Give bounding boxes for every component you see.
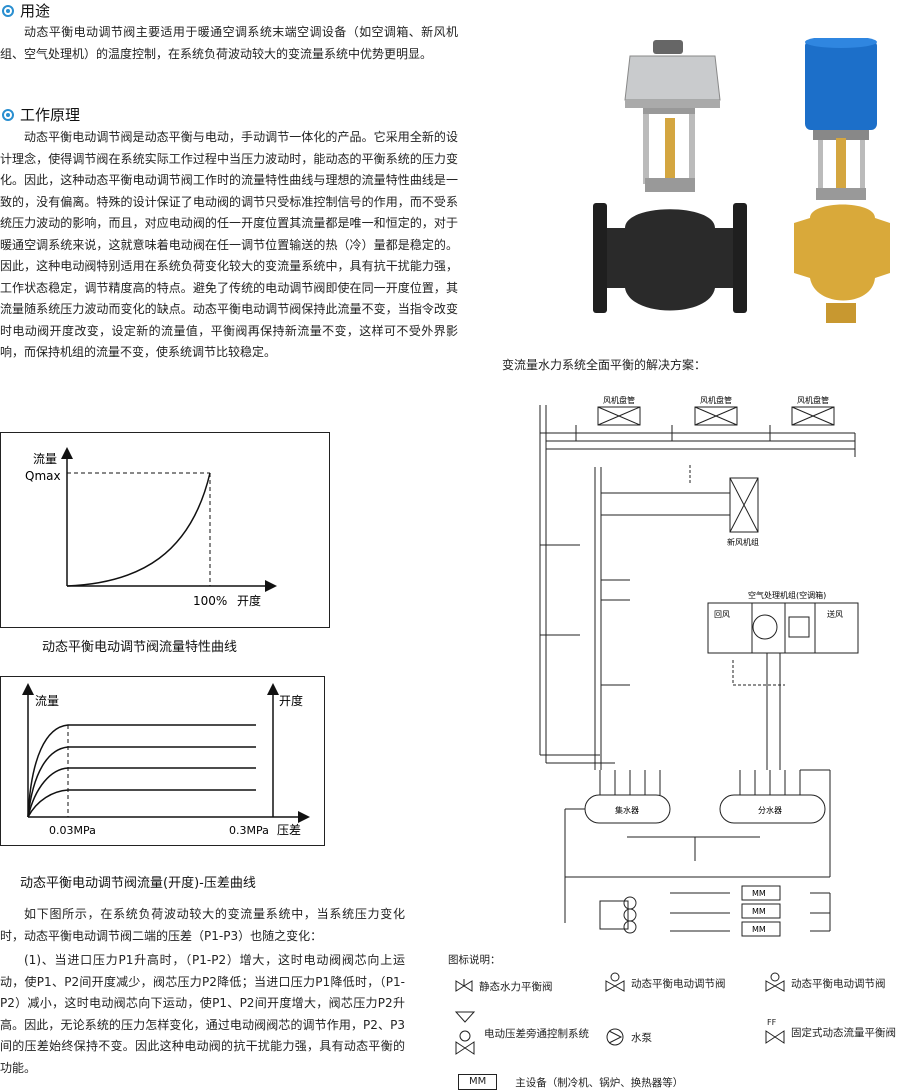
hydraulic-system-diagram: 风机盘管 风机盘管 风机盘管 新风机组 空气处理机组(空调箱) 回风 送风 集水… [520, 385, 900, 945]
fixed-flow-valve-icon [765, 1030, 785, 1044]
threaded-valve-illustration [794, 36, 890, 323]
left-y-label: 流量 [35, 694, 59, 708]
curve-3 [27, 767, 256, 818]
principle-heading: 工作原理 [2, 104, 80, 125]
explain-paragraph-1: 如下图所示，在系统负荷波动较大的变流量系统中，当系统压力变化时，动态平衡电动调节… [0, 907, 405, 943]
legend-pump: 水泵 [605, 1027, 652, 1047]
diagram-title: 变流量水力系统全面平衡的解决方案： [502, 358, 707, 372]
distributor-label: 分水器 [758, 805, 782, 815]
curve-4 [27, 789, 256, 818]
characteristic-curve [66, 472, 211, 587]
circle-bullet-icon [2, 108, 14, 121]
explain-paragraph-2: (1)、当进口压力P1升高时，（P1-P2）增大，这时电动阀阀芯向上运动，使P1… [0, 953, 405, 1075]
legend-dynamic-valve-1-label: 动态平衡电动调节阀 [631, 977, 726, 990]
mm-label-3: MM [752, 925, 766, 934]
flow-pressure-chart: 流量 开度 0.03MPa 0.3MPa 压差 [0, 676, 325, 846]
principle-heading-text: 工作原理 [20, 106, 81, 124]
usage-heading-text: 用途 [20, 2, 51, 20]
main-equipment-icon: MM [458, 1074, 498, 1090]
flow-pressure-svg: 流量 开度 0.03MPa 0.3MPa 压差 [22, 683, 310, 837]
fresh-air-unit-label: 新风机组 [727, 537, 759, 547]
legend-bypass-label: 电动压差旁通控制系统 [484, 1027, 589, 1040]
legend-title: 图标说明： [448, 954, 501, 966]
mm-label-1: MM [752, 889, 766, 898]
legend-static-valve-label: 静态水力平衡阀 [479, 980, 553, 993]
legend-dynamic-valve-2-label: 动态平衡电动调节阀 [791, 977, 886, 990]
legend-pump-label: 水泵 [631, 1031, 652, 1044]
flow-characteristic-chart: 流量 Qmax 100% 开度 [0, 432, 330, 628]
supply-air-label: 送风 [827, 609, 843, 619]
curve-1 [27, 724, 256, 818]
ahu-label: 空气处理机组(空调箱) [748, 590, 826, 600]
legend-bypass-system: 电动压差旁通控制系统 [452, 1010, 589, 1056]
collector-label: 集水器 [615, 805, 639, 815]
legend-fixed-valve: FF 固定式动态流量平衡阀 [765, 1018, 896, 1046]
hydraulic-system-svg: 风机盘管 风机盘管 风机盘管 新风机组 空气处理机组(空调箱) 回风 送风 集水… [539, 395, 859, 937]
bypass-control-icon [454, 1011, 476, 1055]
right-y-label: 开度 [279, 693, 303, 708]
usage-heading: 用途 [2, 0, 50, 21]
fan-coil-label-2: 风机盘管 [700, 395, 732, 405]
legend-main-equipment-label: 主设备（制冷机、锅炉、换热器等） [515, 1076, 684, 1089]
x-tick-003: 0.03MPa [49, 824, 96, 837]
threaded-valve-photo [780, 36, 900, 328]
principle-paragraph: 动态平衡电动调节阀是动态平衡与电动，手动调节一体化的产品。它采用全新的设计理念，… [0, 130, 458, 359]
x-axis-label: 压差 [277, 823, 301, 837]
flow-characteristic-svg: 流量 Qmax 100% 开度 [25, 447, 277, 608]
flanged-valve-illustration [593, 40, 747, 313]
fan-coil-label-1: 风机盘管 [603, 395, 635, 405]
return-air-label: 回风 [714, 610, 730, 619]
legend-fixed-valve-label: 固定式动态流量平衡阀 [791, 1026, 896, 1039]
legend-main-equipment: MM 主设备（制冷机、锅炉、换热器等） [458, 1074, 683, 1090]
fan-coil-label-3: 风机盘管 [797, 395, 829, 405]
x-tick-03: 0.3MPa [229, 824, 269, 837]
y-axis-label: 流量 [33, 452, 57, 466]
ff-mark: FF [767, 1018, 777, 1027]
chart2-caption: 动态平衡电动调节阀流量(开度)-压差曲线 [20, 876, 256, 891]
dynamic-electric-valve-alt-icon [765, 972, 785, 992]
circle-bullet-icon [2, 4, 14, 17]
curve-2 [27, 746, 256, 818]
legend-dynamic-valve-2: 动态平衡电动调节阀 [765, 972, 886, 994]
dynamic-electric-valve-icon [605, 972, 625, 992]
legend-dynamic-valve-1: 动态平衡电动调节阀 [605, 972, 726, 994]
x-tick-100: 100% [193, 594, 227, 608]
usage-paragraph: 动态平衡电动调节阀主要适用于暖通空调系统末端空调设备（如空调箱、新风机组、空气处… [0, 25, 458, 61]
pump-icon [606, 1028, 624, 1046]
chart1-caption: 动态平衡电动调节阀流量特性曲线 [42, 640, 238, 655]
static-balance-valve-icon [455, 979, 473, 992]
x-axis-label: 开度 [237, 593, 261, 608]
qmax-label: Qmax [25, 469, 61, 483]
flanged-valve-photo [585, 38, 755, 328]
mm-label-2: MM [752, 907, 766, 916]
legend-static-valve: 静态水力平衡阀 [455, 978, 553, 994]
